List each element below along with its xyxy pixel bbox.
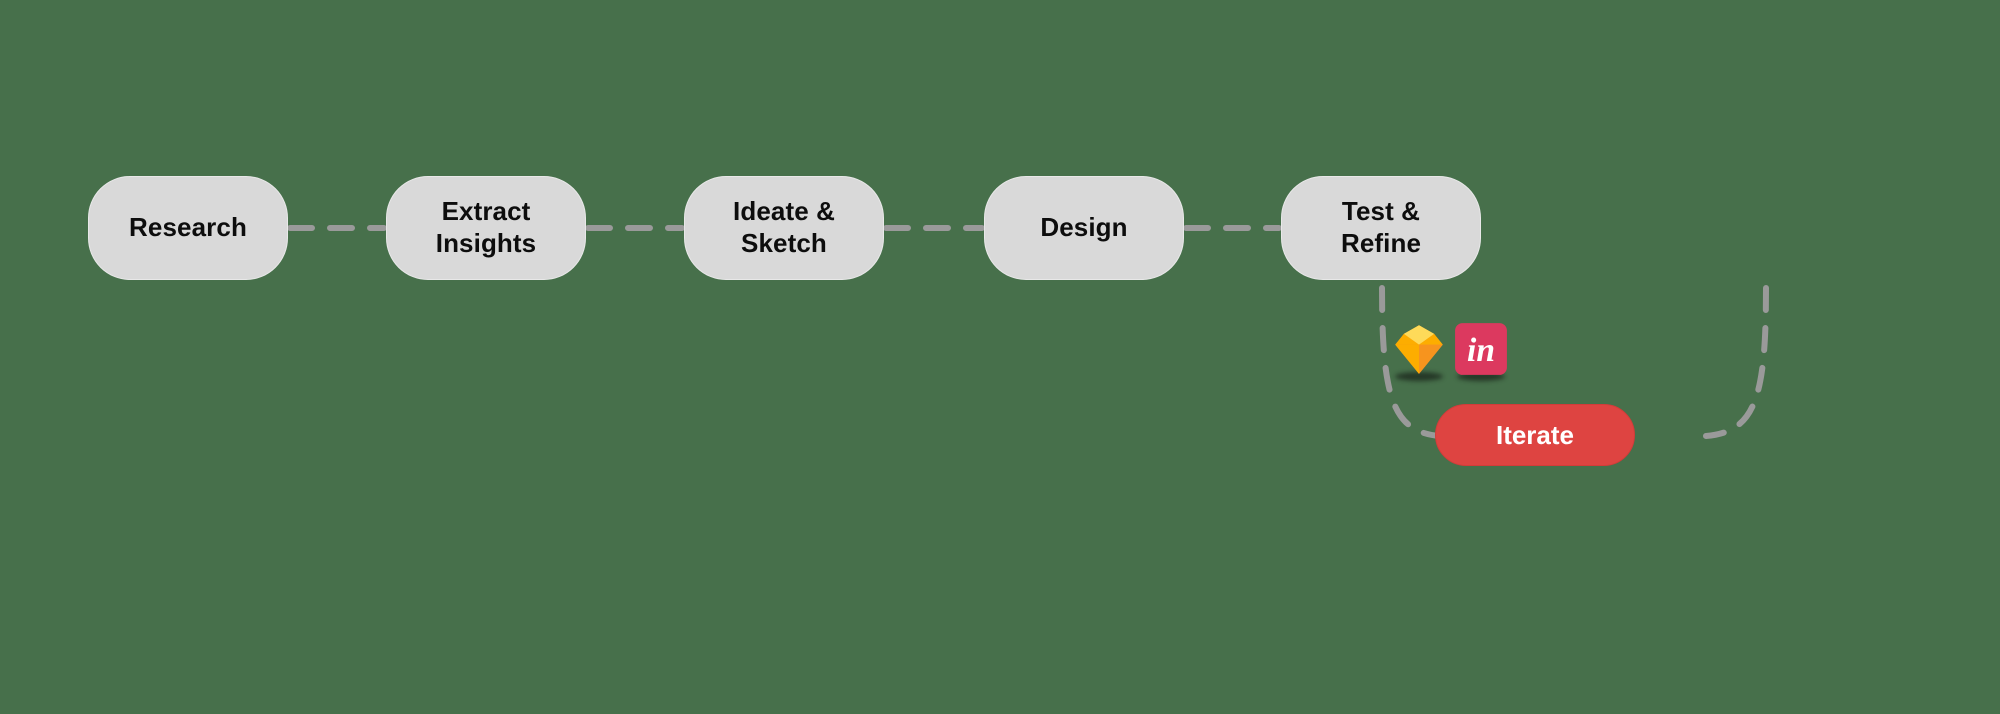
- process-node-label: Test & Refine: [1340, 196, 1422, 258]
- process-node-research[interactable]: Research: [88, 176, 288, 280]
- process-node-label: Extract Insights: [435, 196, 537, 258]
- process-node-label: Design: [1040, 212, 1128, 243]
- feedback-curve-test-refine-to-iterate: [1703, 285, 1769, 439]
- process-node-test-refine[interactable]: Test & Refine: [1281, 176, 1481, 280]
- process-node-label: Research: [129, 212, 247, 243]
- process-node-design[interactable]: Design: [984, 176, 1184, 280]
- feedback-node-label: Iterate: [1495, 419, 1575, 450]
- process-node-label: Ideate & Sketch: [733, 196, 835, 258]
- process-node-extract-insights[interactable]: Extract Insights: [386, 176, 586, 280]
- feedback-node-iterate[interactable]: Iterate: [1435, 404, 1635, 466]
- design-tool-icons: in: [1392, 322, 1508, 381]
- invision-icon[interactable]: in: [1454, 322, 1508, 381]
- invision-icon-shadow: [1457, 372, 1505, 381]
- sketch-icon[interactable]: [1392, 322, 1446, 381]
- process-node-ideate-sketch[interactable]: Ideate & Sketch: [684, 176, 884, 280]
- invision-icon-letters: in: [1467, 332, 1495, 369]
